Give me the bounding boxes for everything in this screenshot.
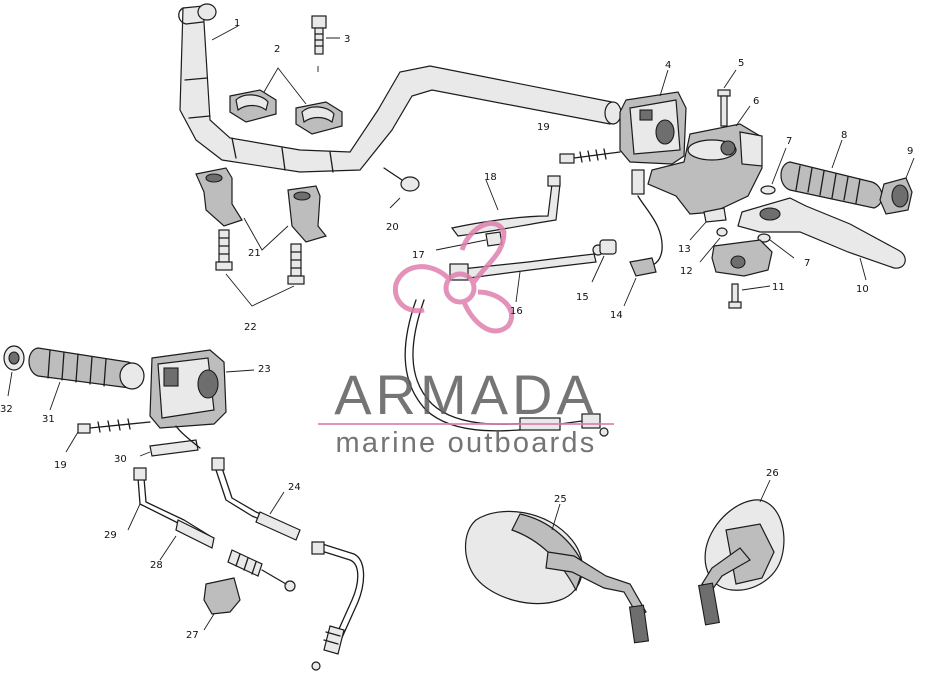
callout-9: 9 <box>907 146 913 157</box>
callout-24: 24 <box>288 482 301 493</box>
brake-switch <box>623 169 663 307</box>
master-cylinder <box>647 69 763 215</box>
bracket-27 <box>203 577 241 631</box>
callout-32: 32 <box>0 404 13 415</box>
riser-bolts <box>215 229 305 307</box>
callout-2: 2 <box>274 44 280 55</box>
throttle-cable-18 <box>435 175 561 251</box>
callout-19b: 19 <box>54 460 67 471</box>
callout-5: 5 <box>738 58 744 69</box>
left-grip <box>28 347 145 411</box>
right-grip <box>780 139 915 215</box>
propeller-logo <box>392 220 515 334</box>
screw-19-lower <box>65 418 151 453</box>
bolt-3 <box>311 15 340 72</box>
mirror-right <box>697 479 785 626</box>
callout-29: 29 <box>104 530 117 541</box>
callout-26: 26 <box>766 468 779 479</box>
handlebar <box>178 3 622 173</box>
callout-19a: 19 <box>537 122 550 133</box>
cable-adjuster <box>227 549 296 592</box>
cable-clip-20 <box>383 167 420 209</box>
callout-23: 23 <box>258 364 271 375</box>
callout-15: 15 <box>576 292 589 303</box>
screw-19-upper <box>559 148 621 164</box>
callout-17: 17 <box>412 250 425 261</box>
callout-7a: 7 <box>786 136 792 147</box>
callout-31: 31 <box>42 414 55 425</box>
callout-1: 1 <box>234 18 240 29</box>
washers <box>689 147 795 263</box>
upper-clamps <box>229 67 343 135</box>
clip-30 <box>139 425 201 457</box>
watermark-tagline: marine outboards <box>336 427 597 459</box>
callout-labels: 1 2 3 4 5 6 7 7 8 9 10 11 12 13 14 15 16… <box>0 18 913 641</box>
lower-long-cable <box>311 541 365 671</box>
callout-28: 28 <box>150 560 163 571</box>
right-switch-housing <box>619 69 687 165</box>
left-grip-end <box>3 345 25 397</box>
callout-27: 27 <box>186 630 199 641</box>
armada-watermark: ARMADA marine outboards <box>318 220 614 459</box>
callout-6: 6 <box>753 96 759 107</box>
callout-16: 16 <box>510 306 523 317</box>
callout-30: 30 <box>114 454 127 465</box>
callout-12: 12 <box>680 266 693 277</box>
callout-11: 11 <box>772 282 785 293</box>
callout-22: 22 <box>244 322 257 333</box>
callout-4: 4 <box>665 60 671 71</box>
mirror-left <box>465 503 650 644</box>
brake-lever <box>737 197 906 281</box>
callout-14: 14 <box>610 310 623 321</box>
callout-13: 13 <box>678 244 691 255</box>
callout-25: 25 <box>554 494 567 505</box>
cable-barrel-15 <box>591 239 617 283</box>
callout-20: 20 <box>386 222 399 233</box>
callout-7b: 7 <box>804 258 810 269</box>
callout-21: 21 <box>248 248 261 259</box>
cable-24 <box>211 457 301 541</box>
lever-clamp <box>711 239 773 309</box>
left-switch-housing <box>149 349 255 429</box>
cable-28 <box>127 467 215 561</box>
callout-10: 10 <box>856 284 869 295</box>
callout-18: 18 <box>484 172 497 183</box>
callout-8: 8 <box>841 130 847 141</box>
watermark-brand: ARMADA <box>334 363 598 426</box>
callout-3: 3 <box>344 34 350 45</box>
lower-risers <box>195 167 328 251</box>
